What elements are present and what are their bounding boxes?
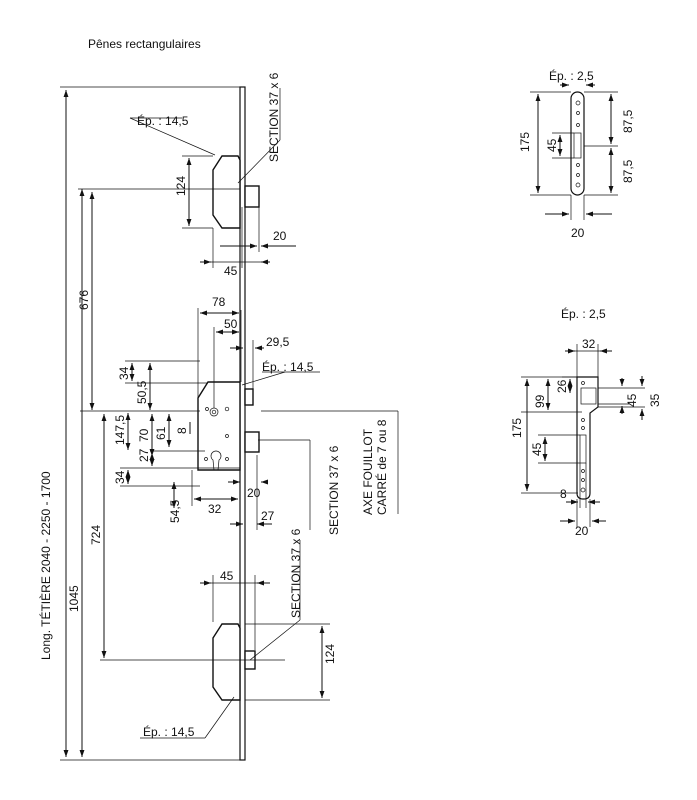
- strike-small-87-5-bottom: 87,5: [621, 159, 635, 183]
- dim-29-5: 29,5: [266, 335, 290, 349]
- strike-large-box: [580, 387, 597, 405]
- screw-hole: [224, 406, 230, 412]
- dim-27-b: 27: [261, 509, 275, 523]
- dim-124-bottom: 124: [323, 644, 337, 664]
- dim-8: 8: [175, 427, 189, 434]
- strike-plate-small: Ép. : 2,5 175 45 87,5 87,5 20: [518, 68, 635, 240]
- central-lock-case: [197, 381, 241, 471]
- dim-34-b: 34: [113, 470, 127, 484]
- faceplate: [239, 86, 246, 761]
- dim-124-top: 124: [174, 176, 188, 196]
- dim-45-top: 45: [224, 264, 238, 278]
- strike-large-slot: [579, 434, 587, 464]
- dim-32: 32: [208, 502, 222, 516]
- dim-676: 676: [77, 290, 91, 310]
- faceplate-length-label: Long. TÉTIÈRE 2040 - 2250 - 1700: [38, 471, 53, 660]
- top-bolt-body: [212, 155, 241, 229]
- dim-45-bottom: 45: [220, 569, 234, 583]
- section-label-bottom: SECTION 37 x 6: [289, 528, 303, 618]
- strike-plate-large: Ép. : 2,5 32 26 175 99 45 45 35: [510, 306, 662, 538]
- strike-plate-small-body: [570, 91, 585, 196]
- strike-small-87-5-top: 87,5: [621, 109, 635, 133]
- strike-large-45-right: 45: [625, 393, 639, 407]
- strike-large-20: 20: [575, 524, 589, 538]
- strike-large-26: 26: [555, 379, 569, 393]
- screw-hole: [205, 407, 209, 411]
- strike-large-8: 8: [560, 487, 567, 501]
- section-label-mid: SECTION 37 x 6: [327, 445, 341, 535]
- cylinder-cutout: [210, 450, 222, 471]
- strike-large-32: 32: [582, 337, 596, 351]
- top-bolt-tongue: [244, 185, 260, 208]
- dim-20-mid: 20: [247, 486, 261, 500]
- screw-hole: [225, 457, 229, 461]
- dim-70: 70: [137, 428, 151, 442]
- strike-small-ep: Ép. : 2,5: [549, 68, 594, 83]
- strike-large-99: 99: [533, 394, 547, 408]
- strike-small-slot: [573, 132, 582, 159]
- dead-bolt: [244, 431, 260, 453]
- strike-large-ep: Ép. : 2,5: [561, 306, 606, 321]
- axe-label-line2: CARRÉ de 7 ou 8: [374, 419, 389, 515]
- strike-plate-large-body: [576, 376, 599, 500]
- screw-hole: [225, 434, 229, 438]
- dim-54-5: 54,5: [168, 499, 182, 523]
- strike-small-175: 175: [518, 132, 532, 152]
- section-label-top: SECTION 37 x 6: [267, 72, 281, 162]
- dim-34-a: 34: [117, 366, 131, 380]
- dim-20-top: 20: [273, 229, 287, 243]
- dim-61: 61: [154, 426, 168, 440]
- strike-large-175: 175: [510, 418, 524, 438]
- dim-724: 724: [89, 525, 103, 545]
- bottom-bolt-body: [212, 623, 241, 701]
- strike-small-20: 20: [571, 226, 585, 240]
- latch-bolt: [244, 388, 254, 406]
- ep-label-top: Ép. : 14,5: [137, 113, 189, 128]
- dim-147-5: 147,5: [113, 415, 127, 445]
- axe-label-line1: AXE FOUILLOT: [361, 428, 375, 515]
- dim-1045: 1045: [67, 585, 81, 612]
- strike-large-45-left: 45: [530, 442, 544, 456]
- dim-27-a: 27: [137, 448, 151, 462]
- strike-large-35: 35: [648, 393, 662, 407]
- follower-hole-inner: [211, 409, 217, 415]
- ep-label-bottom: Ép. : 14,5: [143, 724, 195, 739]
- screw-hole: [204, 457, 208, 461]
- dim-78: 78: [212, 295, 226, 309]
- main-lock: Long. TÉTIÈRE 2040 - 2250 - 1700 1045 67…: [38, 72, 399, 761]
- strike-small-45: 45: [545, 138, 559, 152]
- dim-50: 50: [224, 317, 238, 331]
- dim-50-5: 50,5: [135, 380, 149, 404]
- ep-label-mid: Ép. : 14,5: [262, 359, 314, 374]
- drawing-title: Pênes rectangulaires: [88, 37, 201, 51]
